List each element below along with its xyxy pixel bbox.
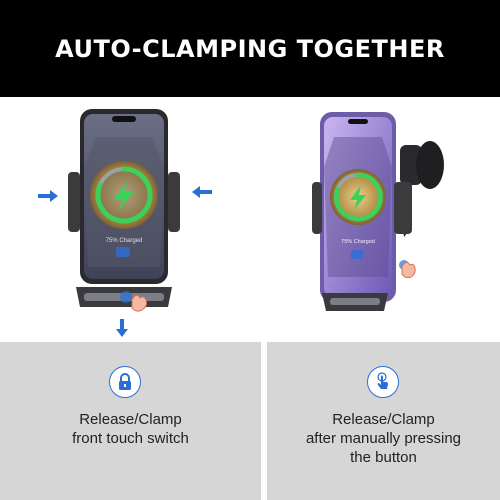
arrow-down-icon [116, 319, 128, 337]
caption-line: front touch switch [72, 430, 189, 447]
caption-line: after manually pressing [305, 430, 462, 447]
product-photo-area: 75% Charged [0, 97, 500, 342]
header-banner: AUTO-CLAMPING TOGETHER [0, 0, 500, 97]
caption-line: Release/Clamp [79, 411, 182, 428]
right-charge-text: 75% Charged [341, 239, 375, 245]
lock-icon [109, 366, 141, 398]
left-charge-text: 75% Charged [106, 238, 143, 244]
arrow-right-icon [38, 190, 58, 202]
right-holder: 75% Charged [312, 112, 444, 311]
caption-line: the button [350, 449, 417, 466]
right-caption: Release/Clamp after manually pressing th… [267, 410, 500, 467]
left-touch-finger-icon [131, 294, 147, 312]
caption-line: Release/Clamp [332, 411, 435, 428]
left-holder: 75% Charged [68, 109, 180, 312]
right-touch-finger-icon [401, 261, 416, 279]
arrow-left-icon [192, 186, 212, 198]
banner-title: AUTO-CLAMPING TOGETHER [55, 34, 445, 63]
feature-panel-front-switch: Release/Clamp front touch switch [0, 342, 261, 500]
product-illustration: 75% Charged [38, 109, 444, 337]
left-lightning-icon [114, 181, 133, 211]
left-caption: Release/Clamp front touch switch [0, 410, 261, 448]
feature-panel-manual-button: Release/Clamp after manually pressing th… [267, 342, 500, 500]
right-lightning-icon [350, 185, 366, 210]
touch-finger-icon [367, 366, 399, 398]
